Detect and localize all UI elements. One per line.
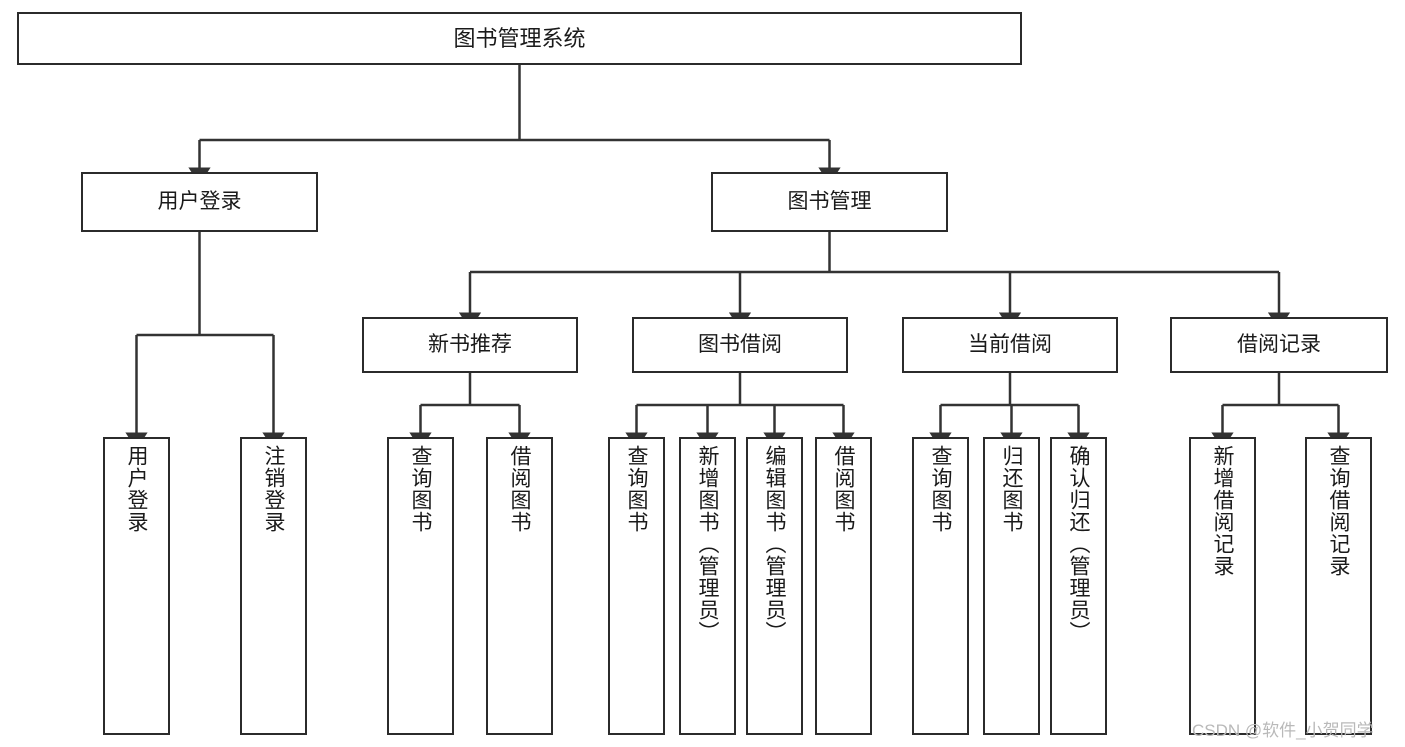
node-label-leaf-borrow-1: 借阅图书 <box>508 445 531 533</box>
node-label-leaf-logout: 注销登录 <box>262 445 285 533</box>
node-label-leaf-query-rec: 查询借阅记录 <box>1327 445 1350 577</box>
node-label-book-borrow: 图书借阅 <box>698 332 782 356</box>
node-label-leaf-user-login: 用户登录 <box>125 445 148 533</box>
node-label-borrow-record: 借阅记录 <box>1237 332 1321 356</box>
node-leaf-query-3[interactable]: 查询图书 <box>912 437 969 735</box>
node-label-leaf-add-rec: 新增借阅记录 <box>1211 445 1234 577</box>
node-label-leaf-borrow-2: 借阅图书 <box>832 445 855 533</box>
node-current-borrow[interactable]: 当前借阅 <box>902 317 1118 373</box>
node-label-leaf-return: 归还图书 <box>1000 445 1023 533</box>
node-label-leaf-add-book: 新增图书（管理员） <box>696 445 719 643</box>
node-leaf-user-login[interactable]: 用户登录 <box>103 437 170 735</box>
node-leaf-add-book[interactable]: 新增图书（管理员） <box>679 437 736 735</box>
node-leaf-query-1[interactable]: 查询图书 <box>387 437 454 735</box>
node-label-new-book-rec: 新书推荐 <box>428 332 512 356</box>
node-label-current-borrow: 当前借阅 <box>968 332 1052 356</box>
node-label-leaf-query-3: 查询图书 <box>929 445 952 533</box>
node-leaf-borrow-1[interactable]: 借阅图书 <box>486 437 553 735</box>
node-leaf-logout[interactable]: 注销登录 <box>240 437 307 735</box>
node-label-leaf-query-1: 查询图书 <box>409 445 432 533</box>
node-leaf-borrow-2[interactable]: 借阅图书 <box>815 437 872 735</box>
node-borrow-record[interactable]: 借阅记录 <box>1170 317 1388 373</box>
node-leaf-add-rec[interactable]: 新增借阅记录 <box>1189 437 1256 735</box>
node-book-borrow[interactable]: 图书借阅 <box>632 317 848 373</box>
node-leaf-return[interactable]: 归还图书 <box>983 437 1040 735</box>
node-leaf-query-2[interactable]: 查询图书 <box>608 437 665 735</box>
node-label-leaf-query-2: 查询图书 <box>625 445 648 533</box>
node-label-book-manage: 图书管理 <box>787 189 872 213</box>
node-user-login[interactable]: 用户登录 <box>81 172 318 232</box>
node-leaf-confirm[interactable]: 确认归还（管理员） <box>1050 437 1107 735</box>
node-leaf-edit-book[interactable]: 编辑图书（管理员） <box>746 437 803 735</box>
node-root[interactable]: 图书管理系统 <box>17 12 1022 65</box>
node-label-leaf-confirm: 确认归还（管理员） <box>1067 445 1090 643</box>
node-label-user-login: 用户登录 <box>157 189 242 213</box>
node-new-book-rec[interactable]: 新书推荐 <box>362 317 578 373</box>
node-label-root: 图书管理系统 <box>453 25 586 51</box>
edge-group <box>125 65 1350 450</box>
node-label-leaf-edit-book: 编辑图书（管理员） <box>763 445 786 643</box>
node-leaf-query-rec[interactable]: 查询借阅记录 <box>1305 437 1372 735</box>
node-book-manage[interactable]: 图书管理 <box>711 172 948 232</box>
